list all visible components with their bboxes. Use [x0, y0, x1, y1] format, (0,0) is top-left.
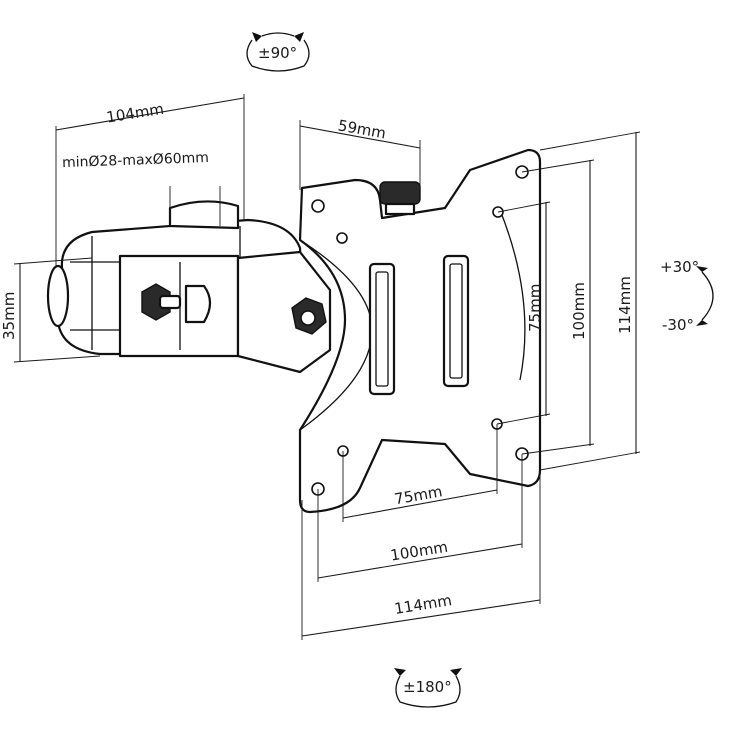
label-tilt-up: +30°: [660, 258, 699, 276]
label-plate-h-114: 114mm: [616, 276, 634, 334]
plate-slot-left: [368, 262, 396, 396]
label-clamp-depth: 104mm: [105, 100, 165, 127]
label-vesa-v-75: 75mm: [526, 284, 544, 332]
label-clamp-range: minØ28-maxØ60mm: [62, 150, 209, 171]
tilt-arrow-icon: [696, 266, 714, 326]
label-tilt-down: -30°: [662, 316, 694, 334]
rotate-90-icon: [246, 32, 310, 72]
vesa-hole-100-tl: [336, 232, 348, 244]
label-vesa-h-100: 100mm: [389, 538, 449, 565]
vesa-hole-114-tl: [311, 199, 325, 213]
arm-bolt-icon: [141, 283, 182, 321]
plate-slot-right: [442, 254, 470, 388]
label-rotation-top: ±90°: [258, 44, 297, 62]
adjustment-knob-icon: [379, 181, 421, 216]
label-plate-w-114: 114mm: [393, 591, 453, 618]
vesa-plate: [298, 148, 542, 514]
dimension-lines: [13, 94, 641, 640]
label-rotation-bottom: ±180°: [403, 678, 452, 696]
rotate-180-icon: [394, 668, 462, 708]
label-vesa-v-100: 100mm: [570, 282, 588, 340]
label-plate-offset: 59mm: [337, 116, 388, 142]
clamp-arm-assembly: [46, 200, 332, 374]
pivot-bolt-icon: [291, 297, 327, 335]
label-arm-height: 35mm: [0, 292, 18, 340]
